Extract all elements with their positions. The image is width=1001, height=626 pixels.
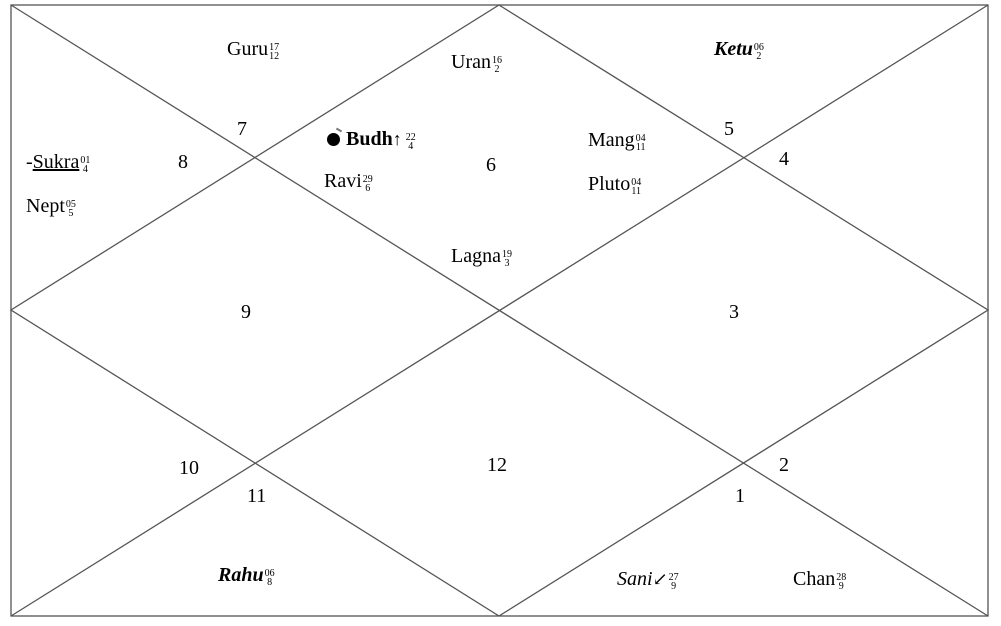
planet-name: Mang (588, 129, 635, 151)
planet-name: Lagna (451, 245, 501, 267)
diagonal-anti (10, 4, 989, 617)
house-number-1: 1 (735, 485, 745, 507)
house-number-8: 8 (178, 151, 188, 173)
house-number-7: 7 (237, 118, 247, 140)
planet-name: Ketu (714, 38, 753, 60)
house-number-4: 4 (779, 148, 789, 170)
house-number-2: 2 (779, 454, 789, 476)
house-number-5: 5 (724, 118, 734, 140)
house-number-11: 11 (247, 485, 267, 507)
planet-name: Guru (227, 38, 269, 60)
planet-name: Uran (451, 51, 491, 73)
planet-name: Sani (617, 568, 653, 590)
house-number-12: 12 (487, 454, 507, 476)
planet-name: Rahu (218, 564, 264, 586)
house-number-6: 6 (486, 154, 496, 176)
retro-prefix: - (26, 151, 33, 173)
combust-icon (327, 133, 340, 146)
arrow-down-left-icon: ↙ (652, 569, 668, 589)
house-number-3: 3 (729, 301, 739, 323)
house-number-10: 10 (179, 457, 199, 479)
planet-name: Nept (26, 195, 65, 217)
inner-diamond (9, 4, 990, 617)
house-number-9: 9 (241, 301, 251, 323)
planet-name: Sukra (32, 151, 80, 173)
planet-name: Budh (346, 128, 393, 150)
planet-name: Pluto (588, 173, 631, 195)
planet-name: Ravi (324, 170, 362, 192)
arrow-up-icon: ↑ (392, 129, 402, 149)
planet-name: Chan (793, 568, 836, 590)
